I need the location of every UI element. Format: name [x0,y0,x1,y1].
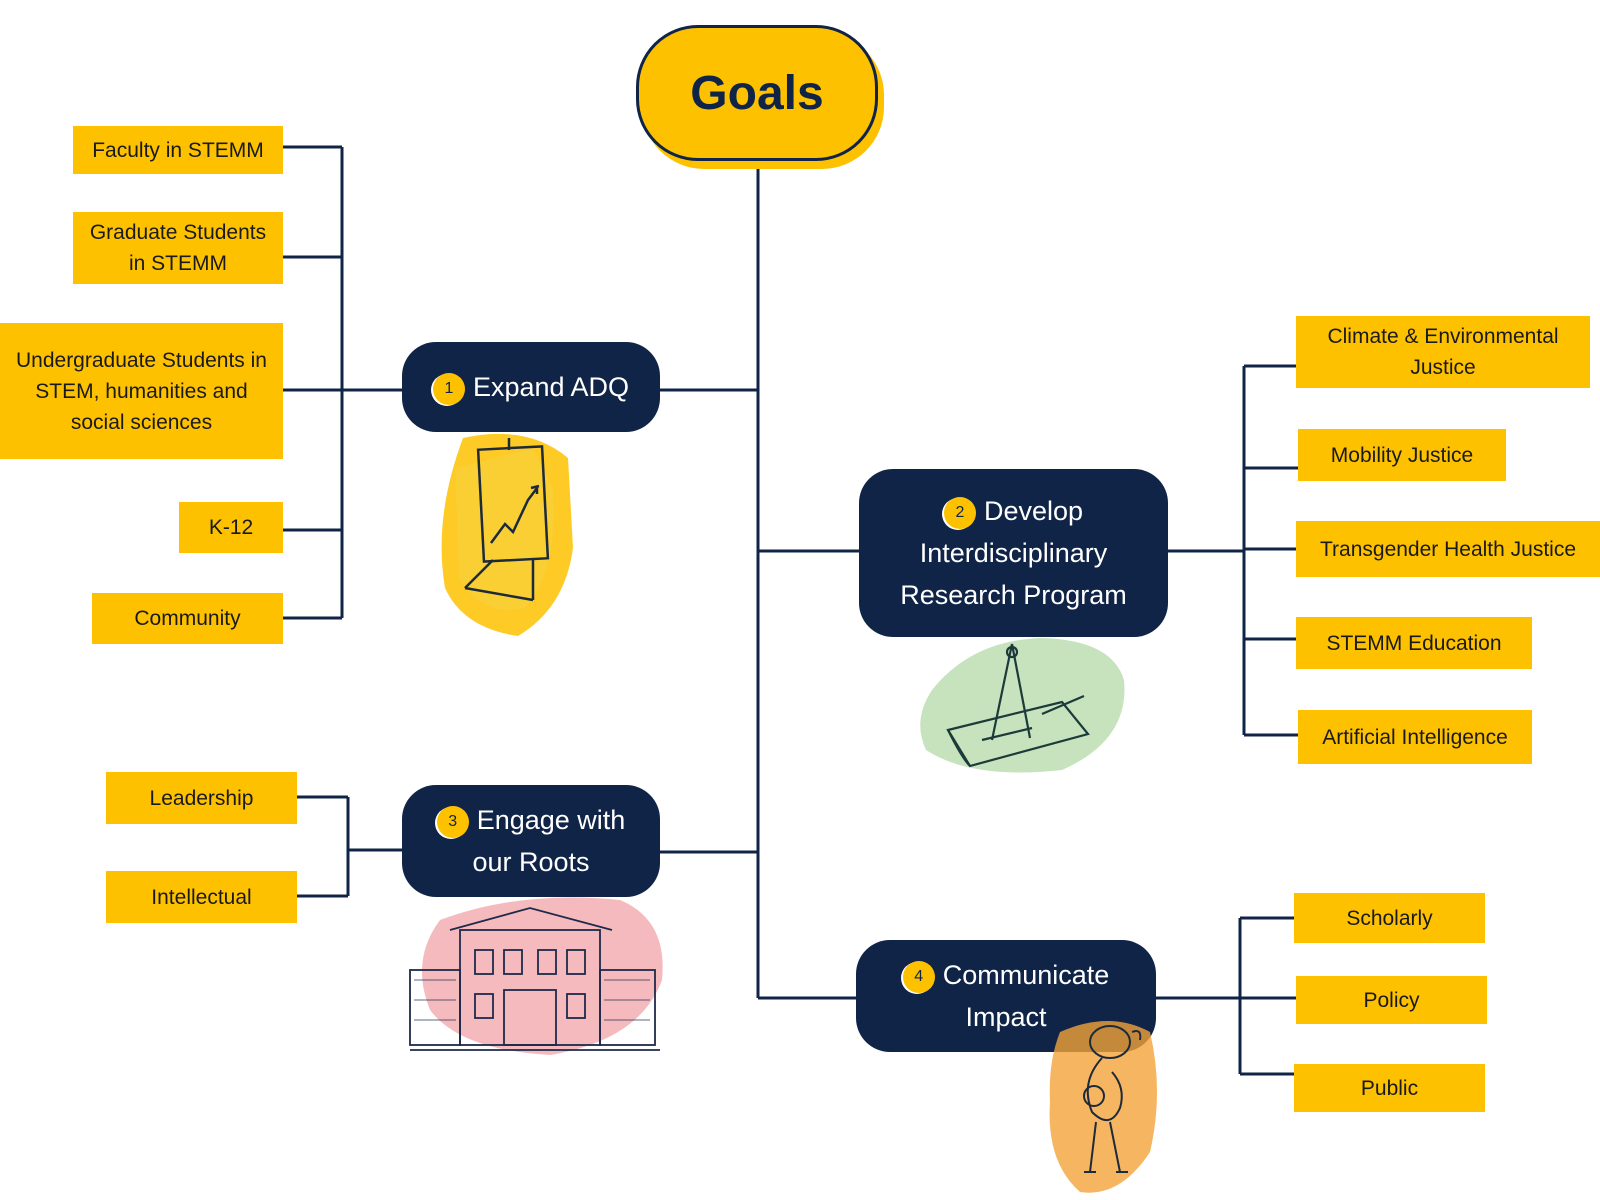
item-community: Community [92,593,283,644]
tuba-player-icon [1049,1021,1157,1193]
item-k-12: K-12 [179,502,283,553]
goal-number-badge: 3 [436,805,469,838]
item-mobility-justice: Mobility Justice [1298,429,1506,481]
goal-label: Expand ADQ [472,372,630,402]
item-public: Public [1294,1064,1485,1112]
item-climate-environmental-justice: Climate & Environmental Justice [1296,316,1590,388]
item-artificial-intelligence: Artificial Intelligence [1298,710,1532,764]
item-transgender-health-justice: Transgender Health Justice [1296,521,1600,577]
item-faculty-in-stemm: Faculty in STEMM [73,126,283,174]
goal-number-badge: 4 [902,960,935,993]
item-leadership: Leadership [106,772,297,824]
goals-root-node: Goals [636,25,878,161]
root-label: Goals [690,66,824,120]
goal-label: Develop Interdisciplinary Research Progr… [900,496,1127,610]
goal-label: Engage with our Roots [472,805,626,877]
campus-building-icon [409,897,663,1055]
flip-chart-icon [441,433,573,636]
item-scholarly: Scholarly [1294,893,1485,943]
goal-number-badge: 2 [943,496,976,529]
item-graduate-students: Graduate Students in STEMM [73,212,283,284]
item-stemm-education: STEMM Education [1296,617,1532,669]
item-intellectual: Intellectual [106,871,297,923]
drafting-tools-icon [920,638,1125,773]
item-undergraduate-students: Undergraduate Students in STEM, humaniti… [0,323,283,459]
item-policy: Policy [1296,976,1487,1024]
goal-number-badge: 1 [432,372,465,405]
goal-label: Communicate Impact [942,960,1110,1032]
